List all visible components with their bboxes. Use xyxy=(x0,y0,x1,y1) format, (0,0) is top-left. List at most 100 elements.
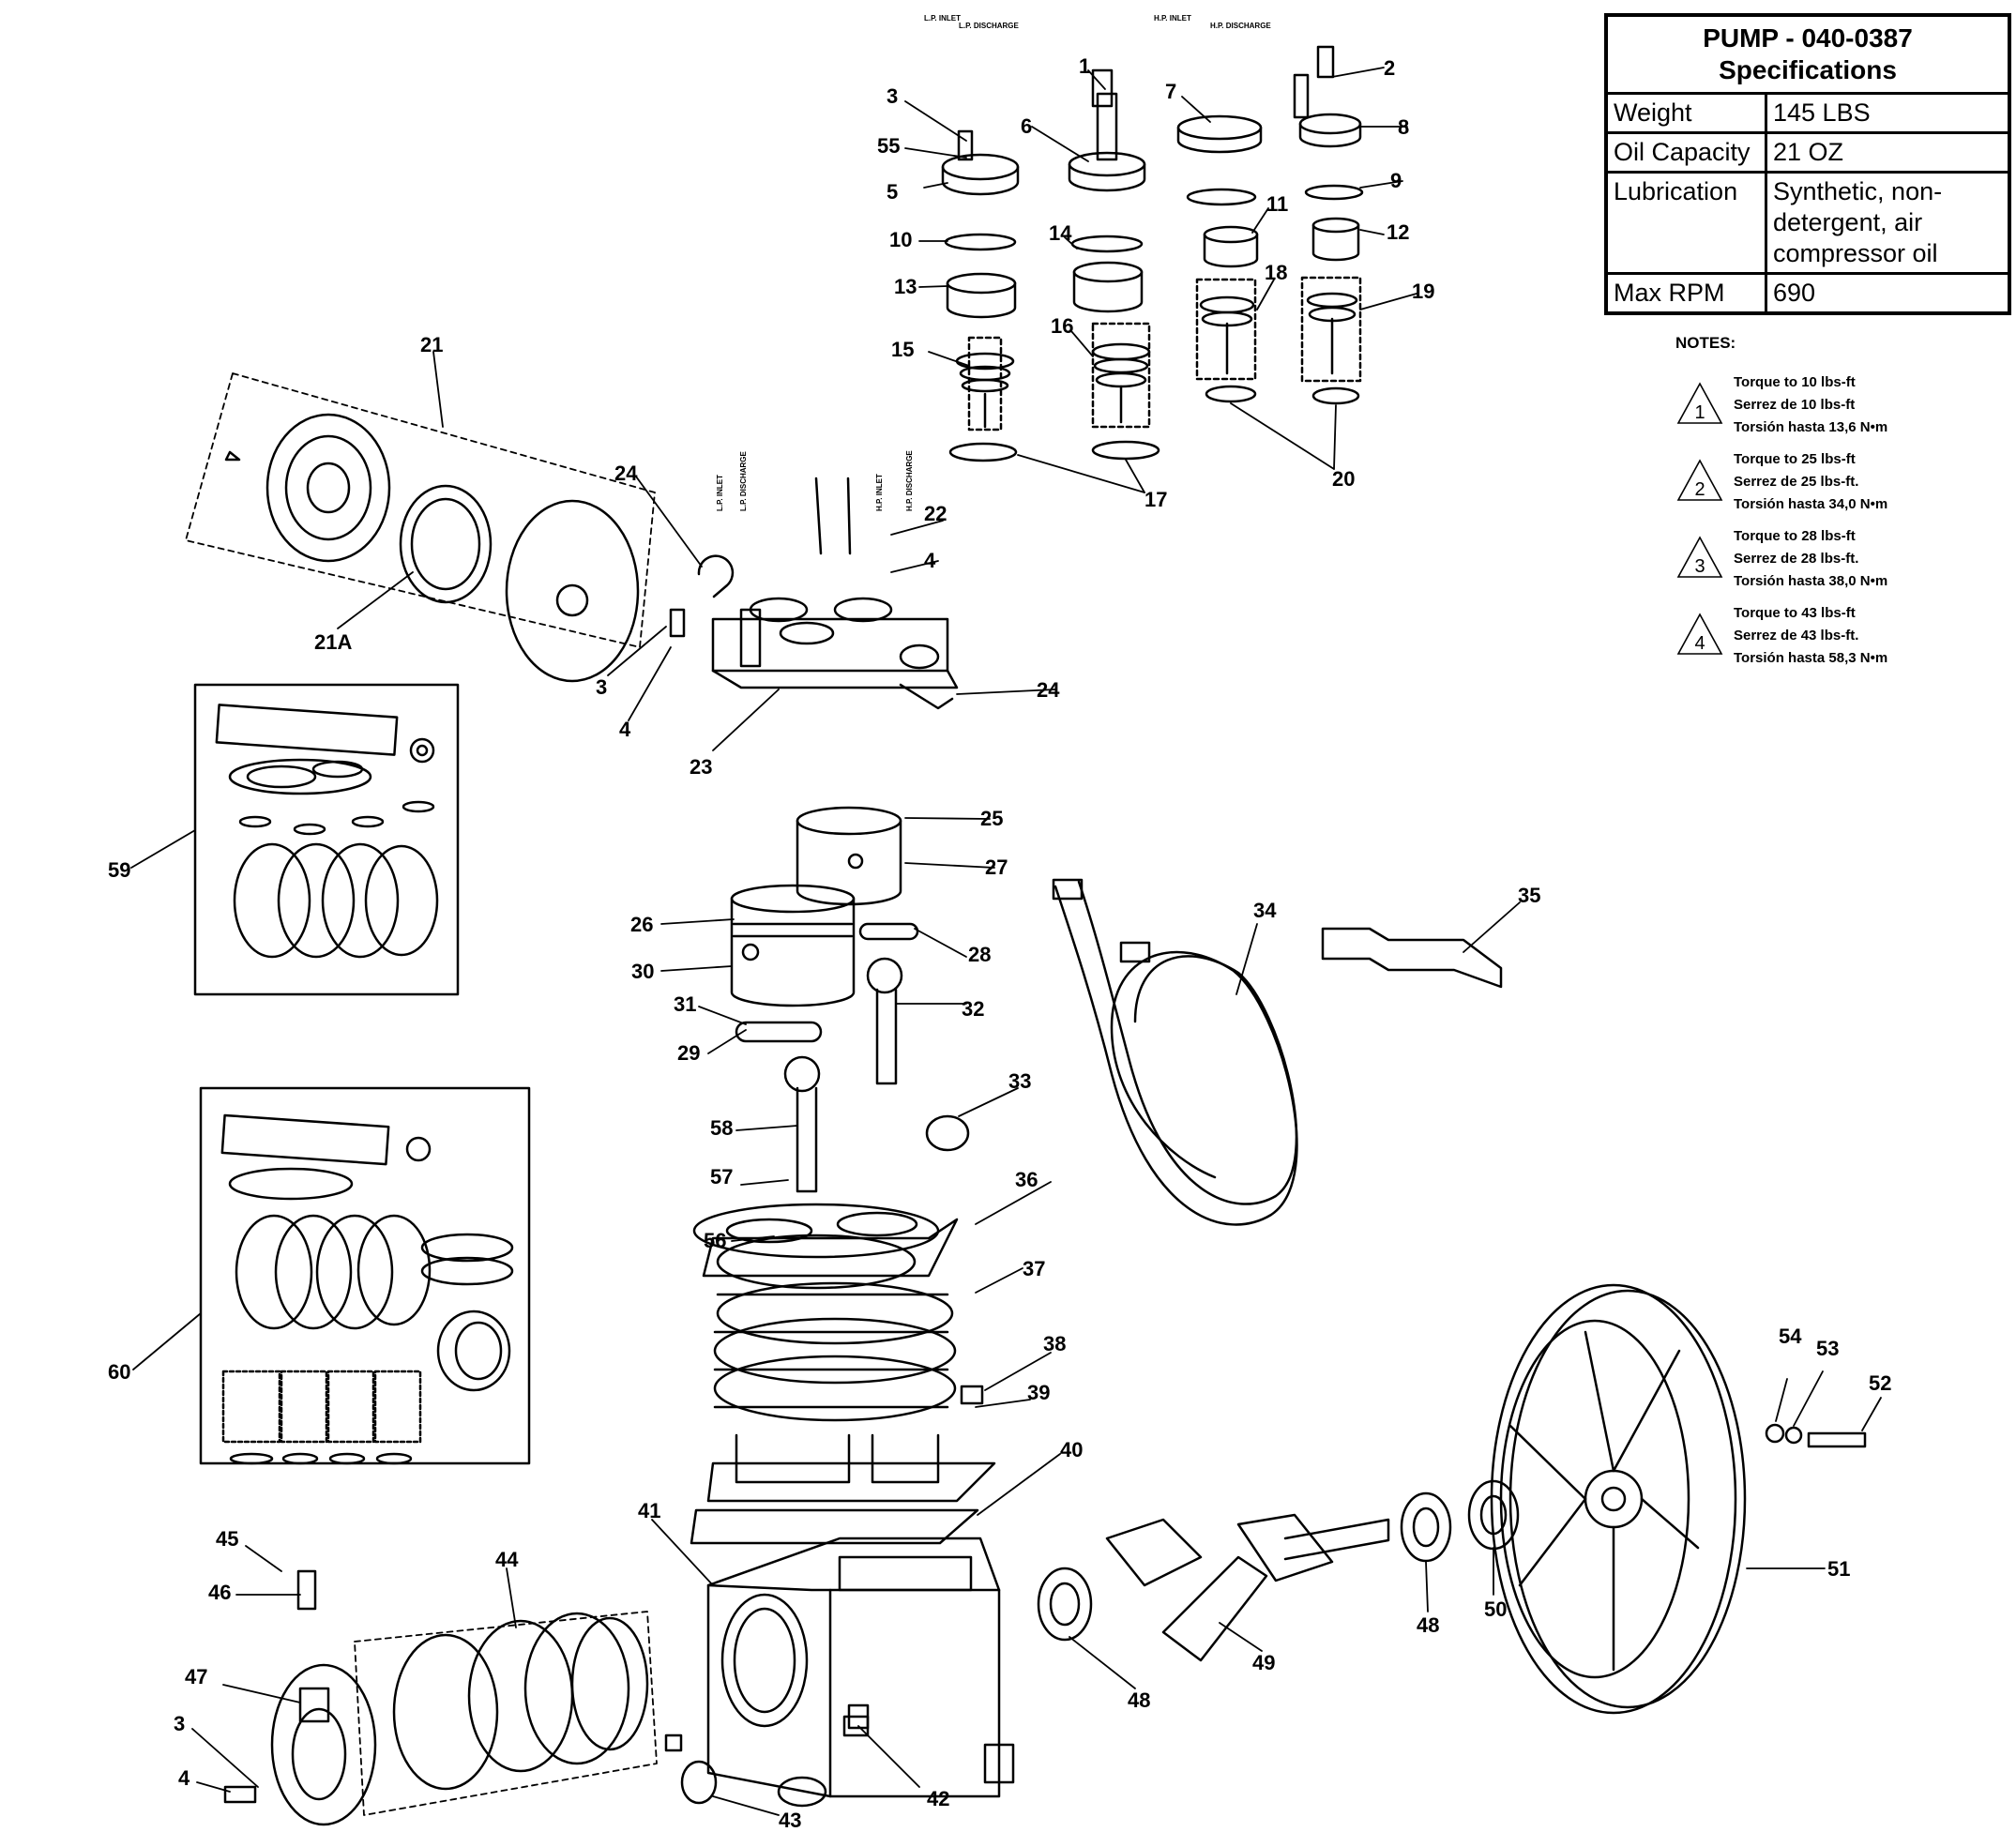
mounting-bracket xyxy=(1321,927,1503,989)
spec-key: Max RPM xyxy=(1604,272,1767,315)
part-label: 24 xyxy=(1037,678,1060,702)
part-label: 59 xyxy=(108,858,130,882)
lp-inlet-valve-stack xyxy=(941,153,1020,462)
spec-row-lubrication: Lubrication Synthetic, non-detergent, ai… xyxy=(1604,171,2011,275)
part-label: 48 xyxy=(1417,1613,1439,1637)
part-label: 4 xyxy=(924,549,936,572)
part-label: 18 xyxy=(1265,261,1287,284)
gasket-kit-60 xyxy=(199,1086,531,1465)
part-label: 51 xyxy=(1827,1557,1850,1581)
note-spanish: Torsión hasta 13,6 N•m xyxy=(1734,419,1888,435)
part-label: 23 xyxy=(690,755,712,779)
part-label: 29 xyxy=(677,1041,700,1065)
part-label: 13 xyxy=(894,275,917,298)
part-label: 6 xyxy=(1021,114,1032,138)
spec-value: Synthetic, non-detergent, air compressor… xyxy=(1765,171,2011,275)
part-label: 47 xyxy=(185,1665,207,1688)
part-label: 35 xyxy=(1518,884,1540,907)
cylinder-head xyxy=(697,477,959,710)
part-label: 30 xyxy=(631,960,654,983)
note-french: Serrez de 25 lbs-ft. xyxy=(1734,474,1859,490)
side-cover-and-gaskets xyxy=(270,1569,658,1826)
hp-inlet-valve-stack xyxy=(1176,114,1263,403)
part-label: 5 xyxy=(887,180,898,204)
note-english: Torque to 25 lbs-ft xyxy=(1734,451,1856,467)
svg-text:2: 2 xyxy=(1694,479,1705,500)
port-labels: L.P. INLET L.P. DISCHARGE H.P. INLET H.P… xyxy=(716,14,1271,511)
part-label: 24 xyxy=(614,462,638,485)
port-label-lp-discharge-head: L.P. DISCHARGE xyxy=(739,450,748,511)
torque-note-2: 2 Torque to 25 lbs-ft Serrez de 25 lbs-f… xyxy=(1675,448,2013,525)
note-english: Torque to 43 lbs-ft xyxy=(1734,605,1856,621)
svg-text:4: 4 xyxy=(1694,633,1705,654)
spec-subtitle: Specifications xyxy=(1719,55,1897,84)
part-label: 49 xyxy=(1252,1651,1275,1674)
warning-triangle-icon: 1 xyxy=(1676,382,1723,424)
part-label: 28 xyxy=(968,943,991,966)
part-label: 8 xyxy=(1398,115,1409,139)
spec-key: Weight xyxy=(1604,92,1767,134)
part-label: 3 xyxy=(887,84,898,108)
part-label: 31 xyxy=(674,992,696,1016)
spec-key: Oil Capacity xyxy=(1604,131,1767,174)
part-labels: 1 2 3 55 6 7 8 5 9 10 14 11 12 13 18 19 … xyxy=(108,54,1891,1832)
part-label: 36 xyxy=(1015,1168,1038,1191)
part-label: 50 xyxy=(1484,1597,1507,1621)
torque-note-4: 4 Torque to 43 lbs-ft Serrez de 43 lbs-f… xyxy=(1675,602,2013,679)
part-label: 19 xyxy=(1412,280,1434,303)
lp-discharge-valve-stack xyxy=(1068,92,1160,461)
spec-title: PUMP - 040-0387 Specifications xyxy=(1604,13,2011,95)
transfer-tube xyxy=(1052,878,1298,1226)
part-label: 17 xyxy=(1144,488,1167,511)
notes-heading: NOTES: xyxy=(1675,334,1736,352)
part-label: 3 xyxy=(596,675,607,699)
part-label: 39 xyxy=(1027,1381,1050,1404)
part-label: 52 xyxy=(1869,1371,1891,1395)
specifications-table: PUMP - 040-0387 Specifications Weight 14… xyxy=(1604,13,2011,315)
part-label: 14 xyxy=(1049,221,1072,245)
part-label: 27 xyxy=(985,855,1008,879)
part-label: 53 xyxy=(1816,1337,1839,1360)
part-label: 33 xyxy=(1008,1069,1031,1093)
port-label-hp-discharge-top: H.P. DISCHARGE xyxy=(1210,22,1271,30)
part-label: 4 xyxy=(619,718,631,741)
part-label: 15 xyxy=(891,338,914,361)
part-label: 10 xyxy=(889,228,912,251)
port-label-lp-inlet-head: L.P. INLET xyxy=(716,475,724,511)
warning-triangle-icon: 2 xyxy=(1676,459,1723,501)
part-label: 7 xyxy=(1165,80,1176,103)
part-label: 48 xyxy=(1128,1688,1150,1712)
part-label: 12 xyxy=(1387,220,1409,244)
port-label-hp-inlet-top: H.P. INLET xyxy=(1154,14,1191,23)
part-label: 56 xyxy=(704,1229,726,1252)
part-label: 43 xyxy=(779,1809,801,1832)
part-label: 60 xyxy=(108,1360,130,1384)
torque-note-3: 3 Torque to 28 lbs-ft Serrez de 28 lbs-f… xyxy=(1675,525,2013,602)
svg-text:1: 1 xyxy=(1694,402,1705,423)
part-label: 38 xyxy=(1043,1332,1066,1355)
leader-lines xyxy=(130,67,1882,1816)
part-label: 20 xyxy=(1332,467,1355,491)
part-label: 1 xyxy=(1079,54,1090,78)
spec-model: PUMP - 040-0387 xyxy=(1703,23,1913,53)
spec-row-oil-capacity: Oil Capacity 21 OZ xyxy=(1604,131,2011,174)
part-label: 16 xyxy=(1051,314,1073,338)
part-label: 4 xyxy=(178,1766,190,1790)
note-french: Serrez de 28 lbs-ft. xyxy=(1734,551,1859,567)
note-spanish: Torsión hasta 34,0 N•m xyxy=(1734,496,1888,512)
torque-notes: NOTES: 1 Torque to 10 lbs-ft Serrez de 1… xyxy=(1675,334,2013,679)
part-label: 46 xyxy=(208,1581,231,1604)
part-label: 26 xyxy=(630,913,653,936)
warning-triangle-icon: 3 xyxy=(1676,536,1723,578)
flywheel-bolt xyxy=(1765,1423,1867,1448)
part-label: 42 xyxy=(927,1787,949,1810)
hp-discharge-valve-stack xyxy=(1293,73,1364,405)
flywheel xyxy=(1490,1283,1747,1715)
part-label: 40 xyxy=(1060,1438,1083,1461)
note-english: Torque to 28 lbs-ft xyxy=(1734,528,1856,544)
part-label: 2 xyxy=(1384,56,1395,80)
part-label: 41 xyxy=(638,1499,660,1522)
cylinder-block xyxy=(690,1203,996,1545)
note-spanish: Torsión hasta 58,3 N•m xyxy=(1734,650,1888,666)
fittings xyxy=(223,45,1335,1805)
